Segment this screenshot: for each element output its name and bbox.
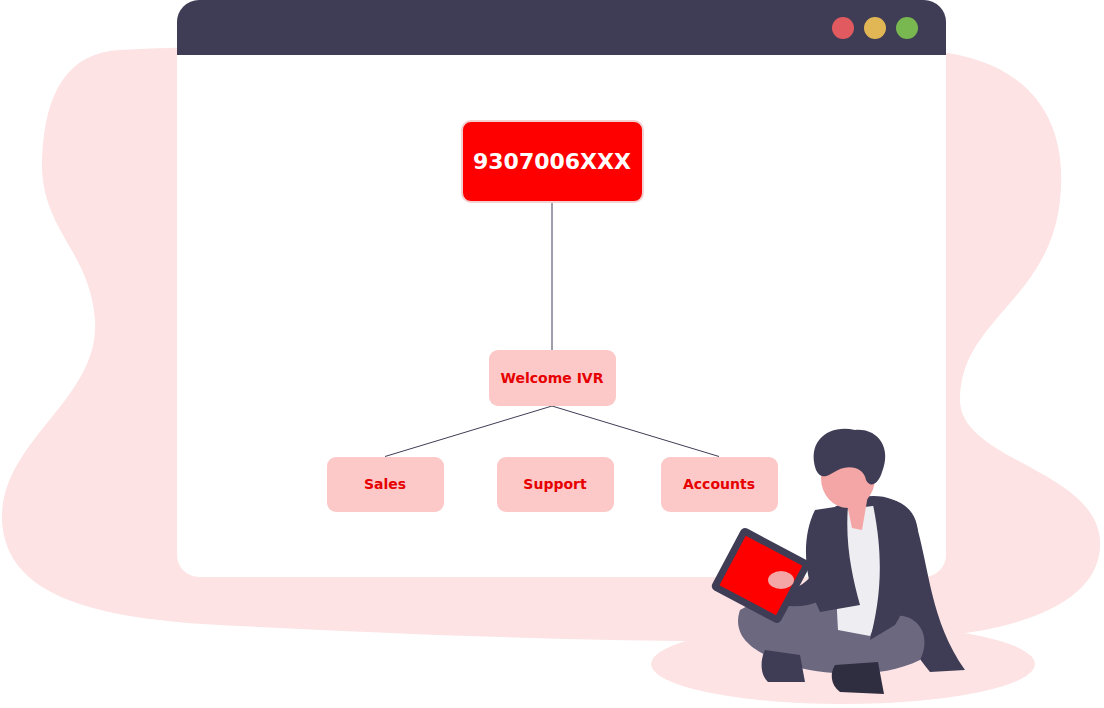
coat-right xyxy=(870,499,918,640)
shirt xyxy=(837,505,885,636)
shoe-left xyxy=(762,650,805,682)
window-dot-red xyxy=(832,17,854,39)
face xyxy=(821,448,875,508)
tablet-screen xyxy=(719,536,802,615)
box-label: Sales xyxy=(364,476,406,492)
browser-title-bar xyxy=(177,0,946,55)
box-label: 9307006XXX xyxy=(473,149,631,174)
arm xyxy=(780,560,845,606)
coat-front xyxy=(806,505,860,612)
tablet xyxy=(710,526,812,624)
connector-line xyxy=(385,406,552,457)
neck xyxy=(845,495,868,530)
window-dot-yellow xyxy=(864,17,886,39)
coat-back xyxy=(830,496,965,672)
department-box: Support xyxy=(497,457,614,512)
box-label: Accounts xyxy=(683,476,755,492)
phone-number-box: 9307006XXX xyxy=(461,120,644,203)
ground-shadow xyxy=(651,624,1035,704)
connector-line xyxy=(552,406,719,457)
ivr-menu-box: Welcome IVR xyxy=(489,350,616,406)
browser-window xyxy=(177,0,946,577)
hand xyxy=(768,571,794,589)
pants xyxy=(738,597,924,674)
hair xyxy=(814,429,886,485)
shoe-right xyxy=(832,662,884,694)
box-label: Welcome IVR xyxy=(501,370,604,386)
department-box: Accounts xyxy=(661,457,778,512)
department-box: Sales xyxy=(327,457,444,512)
window-dot-green xyxy=(896,17,918,39)
tablet-frame xyxy=(710,526,812,624)
connector-line xyxy=(552,203,553,351)
box-label: Support xyxy=(523,476,586,492)
